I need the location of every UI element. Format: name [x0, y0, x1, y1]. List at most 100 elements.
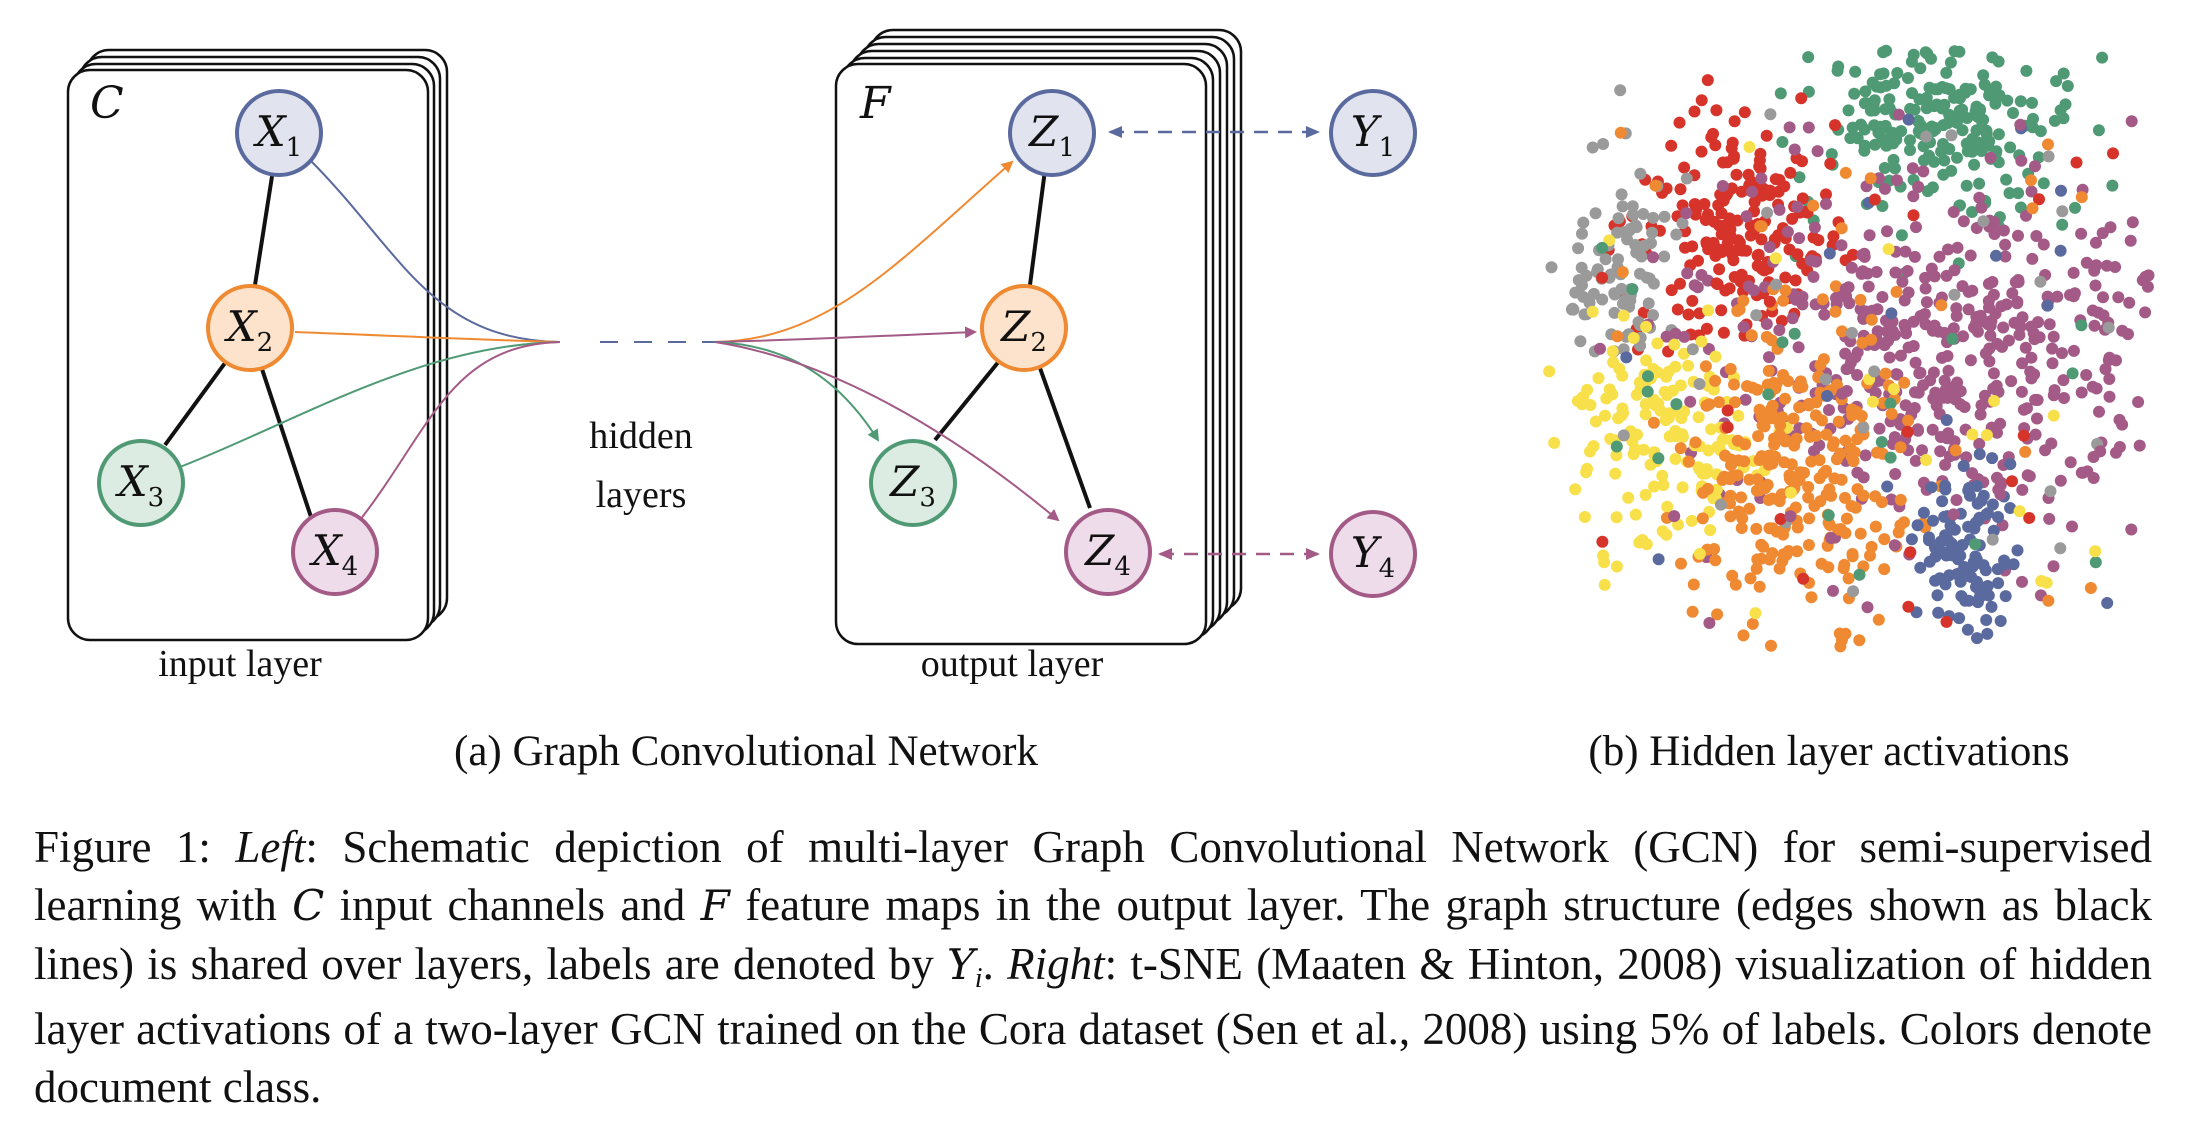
tsne-point [1879, 103, 1892, 116]
tsne-point [1731, 469, 1744, 482]
tsne-point [1640, 354, 1653, 367]
tsne-point [1868, 94, 1881, 107]
tsne-point [2043, 512, 2056, 525]
tsne-point [1961, 112, 1974, 124]
tsne-point [1658, 250, 1671, 263]
tsne-point [1962, 484, 1975, 497]
tsne-point [2107, 147, 2119, 160]
tsne-point [1874, 68, 1887, 81]
tsne-point [1911, 423, 1924, 436]
tsne-point [1608, 287, 1621, 300]
svg-text:X1: X1 [253, 107, 302, 163]
tsne-point [1545, 261, 1558, 274]
tsne-point [1746, 617, 1759, 630]
tsne-point [1674, 277, 1686, 290]
tsne-point [2046, 357, 2059, 370]
tsne-point [1950, 494, 1963, 506]
tsne-point [1839, 434, 1852, 447]
tsne-point [1980, 614, 1993, 626]
tsne-point [1755, 220, 1768, 233]
tsne-point [1642, 370, 1654, 383]
tsne-point [1898, 516, 1910, 529]
tsne-point [2104, 221, 2117, 234]
tsne-point [2096, 51, 2109, 64]
tsne-point [1938, 154, 1951, 167]
tsne-point [1980, 429, 1993, 442]
tsne-point [1634, 167, 1647, 180]
tsne-point [1763, 241, 1776, 253]
tsne-point [1639, 408, 1652, 421]
tsne-point [1951, 241, 1964, 254]
tsne-point [2015, 154, 2028, 167]
tsne-point [1808, 500, 1821, 512]
tsne-point [1668, 338, 1681, 351]
tsne-point [1607, 356, 1620, 369]
tsne-point [1612, 212, 1625, 225]
tsne-point [1760, 129, 1773, 142]
tsne-point [2075, 466, 2088, 479]
tsne-point [1946, 332, 1959, 345]
tsne-point [2097, 291, 2109, 304]
tsne-point [1639, 398, 1652, 411]
tsne-point [1732, 505, 1745, 518]
tsne-point [1647, 309, 1659, 322]
tsne-point [1875, 436, 1888, 448]
tsne-point [2089, 556, 2102, 569]
tsne-point [1890, 368, 1903, 381]
tsne-point [1985, 600, 1998, 613]
tsne-point [1873, 172, 1885, 185]
tsne-point [2125, 523, 2138, 536]
tsne-point [1684, 395, 1697, 408]
tsne-point [1709, 139, 1722, 152]
tsne-point [2090, 382, 2103, 395]
tsne-point [1839, 166, 1852, 179]
tsne-point [1904, 102, 1917, 115]
tsne-point [1957, 330, 1969, 343]
tsne-point [1784, 486, 1797, 499]
tsne-point [1803, 512, 1816, 525]
tsne-point [1725, 244, 1738, 257]
tsne-point [1623, 224, 1636, 237]
tsne-point [1957, 215, 1970, 228]
tsne-point [1600, 392, 1613, 405]
tsne-point [1700, 322, 1713, 335]
tsne-point [1700, 399, 1713, 412]
tsne-point [1878, 563, 1891, 576]
tsne-point [1840, 363, 1853, 376]
tsne-point [1923, 149, 1935, 162]
tsne-point [1701, 74, 1714, 87]
tsne-point [1851, 483, 1864, 496]
tsne-point [2043, 318, 2056, 331]
tsne-point [1839, 491, 1851, 504]
tsne-point [1817, 353, 1830, 366]
tsne-point [1951, 151, 1963, 164]
tsne-point [1890, 285, 1903, 298]
tsne-point [1726, 569, 1739, 582]
tsne-point [2042, 594, 2055, 607]
tsne-point [1972, 514, 1984, 527]
tsne-point [1878, 339, 1891, 352]
tsne-point [1818, 308, 1831, 321]
tsne-point [1838, 558, 1851, 571]
tsne-point [1947, 322, 1960, 335]
node-y1: Y1 [1329, 89, 1417, 177]
tsne-point [1888, 77, 1901, 90]
tsne-point [1695, 335, 1708, 348]
tsne-point [1635, 250, 1648, 263]
tsne-point [2066, 520, 2078, 533]
tsne-point [1762, 388, 1775, 401]
tsne-point [1689, 436, 1702, 449]
tsne-point [1894, 493, 1907, 506]
tsne-point [1802, 491, 1815, 504]
subcaption-b: (b) Hidden layer activations [1588, 728, 2069, 775]
tsne-point [1829, 119, 1841, 132]
tsne-point [1835, 222, 1848, 235]
tsne-point [1916, 444, 1928, 457]
tsne-point [1581, 383, 1594, 396]
tsne-point [2106, 179, 2119, 192]
tsne-point [2019, 445, 2032, 458]
tsne-point [1851, 466, 1864, 479]
tsne-point [1866, 395, 1879, 408]
tsne-point [1907, 48, 1920, 61]
tsne-point [2042, 150, 2055, 163]
